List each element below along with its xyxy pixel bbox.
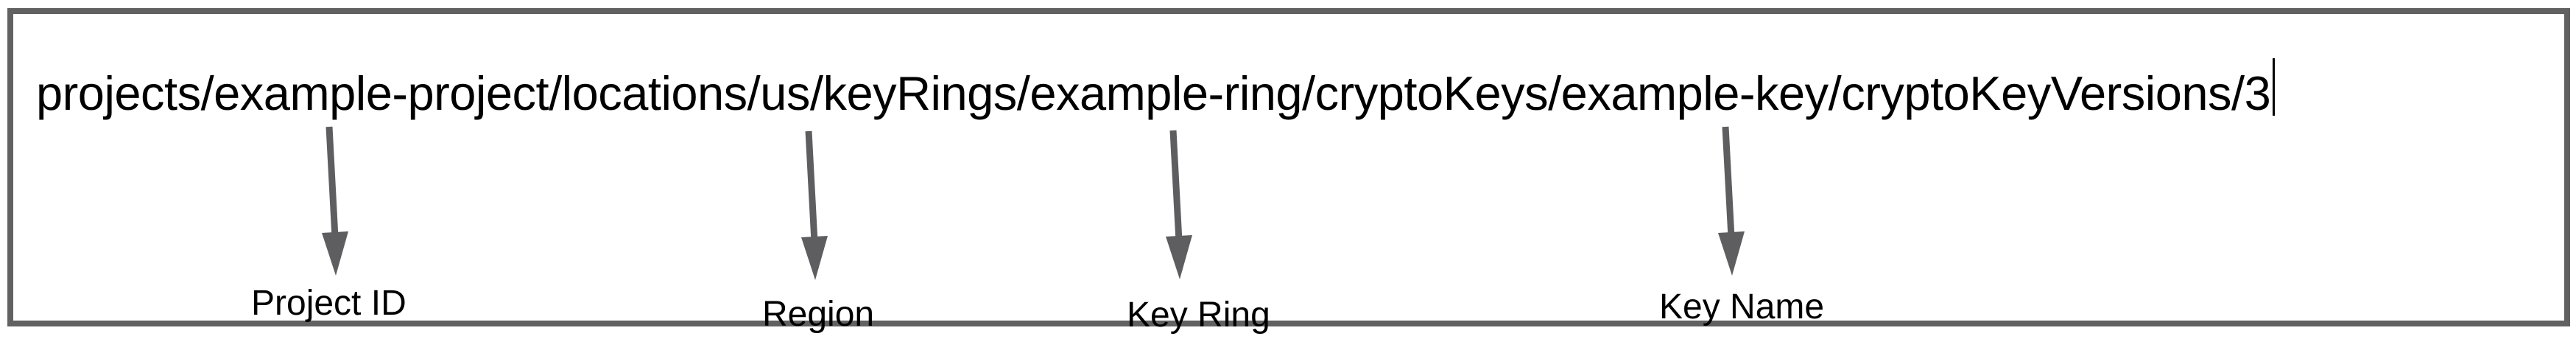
key-ring-arrow-down-icon [1166, 130, 1192, 279]
key-path-value: projects/example-project/locations/us/ke… [36, 66, 2271, 120]
annotation-label-key-name: Key Name [1659, 287, 1825, 326]
region-arrow-down-icon [801, 130, 828, 280]
annotation-label-project-id: Project ID [251, 284, 407, 323]
annotation-label-region: Region [762, 295, 875, 334]
key-path-text-field[interactable]: projects/example-project/locations/us/ke… [36, 58, 2276, 120]
resource-path-box: projects/example-project/locations/us/ke… [7, 8, 2570, 333]
text-cursor-caret [2273, 58, 2276, 116]
key-name-arrow-down-icon [1718, 126, 1745, 276]
annotation-label-key-ring: Key Ring [1127, 296, 1270, 335]
project-id-arrow-down-icon [322, 126, 348, 276]
